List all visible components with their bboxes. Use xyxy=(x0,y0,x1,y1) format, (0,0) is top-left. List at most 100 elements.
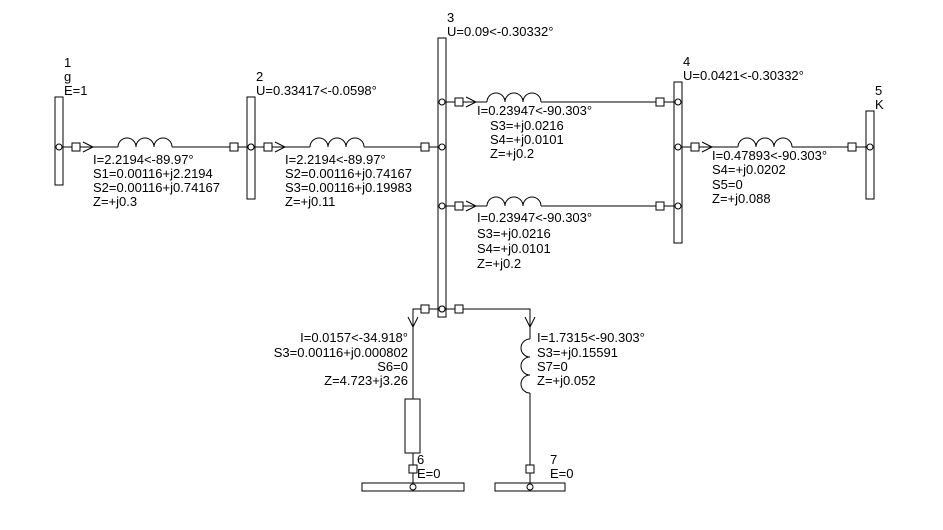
branch-3-4-lower-impedance: Z=+j0.2 xyxy=(477,256,521,271)
branch-3-6-current: I=0.0157<-34.918° xyxy=(300,330,408,345)
branch-4-5-power-4: S4=+j0.0202 xyxy=(712,162,786,177)
current-arrow-icon xyxy=(465,200,478,212)
branch-3-4-lower-power-3: S3=+j0.0216 xyxy=(477,226,551,241)
node-circle xyxy=(674,143,682,151)
branch-3-7-wire xyxy=(446,308,531,483)
branch-1-2-power-2: S2=0.00116+j0.74167 xyxy=(93,180,220,195)
branch-3-4-upper-impedance: Z=+j0.2 xyxy=(490,146,534,161)
branch-3-7-impedance: Z=+j0.052 xyxy=(537,373,596,388)
branch-3-4-upper[interactable] xyxy=(438,92,682,108)
terminal-square xyxy=(454,304,464,314)
node-circle xyxy=(55,143,63,151)
branch-3-6-power-3: S3=0.00116+j0.000802 xyxy=(274,345,408,360)
branch-3-7[interactable] xyxy=(438,304,536,491)
current-arrow-icon xyxy=(465,96,478,108)
node-circle xyxy=(526,483,534,491)
bus-4-voltage: U=0.0421<-0.30332° xyxy=(683,68,804,83)
current-arrow-icon xyxy=(82,141,95,153)
bus-5-labels: 5 K xyxy=(875,83,884,112)
branch-3-4-upper-current: I=0.23947<-90.303° xyxy=(477,103,592,118)
current-arrow-icon xyxy=(274,141,287,153)
inductor-icon xyxy=(737,137,793,148)
branch-3-7-power-7: S7=0 xyxy=(537,359,568,374)
terminal-square xyxy=(263,142,273,152)
bus-6-emf: E=0 xyxy=(417,466,441,481)
bus-6-labels: 6 E=0 xyxy=(417,452,441,481)
branch-1-2-impedance: Z=+j0.3 xyxy=(93,194,137,209)
bus-5-label-k: K xyxy=(875,97,884,112)
branch-2-3[interactable] xyxy=(247,137,446,153)
bus-5-bar[interactable] xyxy=(865,110,875,200)
branch-2-3-labels: I=2.2194<-89.97° S2=0.00116+j0.74167 S3=… xyxy=(285,152,412,209)
terminal-square xyxy=(420,142,430,152)
branch-4-5-current: I=0.47893<-90.303° xyxy=(712,148,827,163)
terminal-square xyxy=(408,464,418,474)
branch-4-5-power-5: S5=0 xyxy=(712,177,743,192)
bus-5-number: 5 xyxy=(875,83,882,98)
branch-4-5[interactable] xyxy=(674,137,874,153)
branch-3-4-upper-labels: I=0.23947<-90.303° S3=+j0.0216 S4=+j0.01… xyxy=(477,103,592,161)
bus-3-number: 3 xyxy=(447,10,454,25)
bus-3-bar[interactable] xyxy=(437,37,447,318)
inductor-icon xyxy=(486,92,542,103)
inductor-icon xyxy=(520,338,531,394)
bus-4-labels: 4 U=0.0421<-0.30332° xyxy=(683,54,804,83)
node-circle xyxy=(409,483,417,491)
bus-3-labels: 3 U=0.09<-0.30332° xyxy=(447,10,553,39)
terminal-square xyxy=(454,201,464,211)
branch-3-4-lower[interactable] xyxy=(438,196,682,212)
branch-1-2-current: I=2.2194<-89.97° xyxy=(93,152,194,167)
terminal-square xyxy=(690,142,700,152)
node-circle xyxy=(438,98,446,106)
resistor-icon xyxy=(404,398,421,454)
bus-2-voltage: U=0.33417<-0.0598° xyxy=(256,83,377,98)
bus-4-number: 4 xyxy=(683,54,690,69)
node-circle xyxy=(438,305,446,313)
bus-1-bar[interactable] xyxy=(54,96,64,186)
branch-3-6-power-6: S6=0 xyxy=(377,359,408,374)
bus-6-number: 6 xyxy=(417,452,424,467)
terminal-square xyxy=(655,201,665,211)
node-circle xyxy=(247,143,255,151)
current-arrow-icon xyxy=(407,316,419,329)
branch-3-6[interactable] xyxy=(404,304,446,491)
terminal-square xyxy=(229,142,239,152)
bus-4-bar[interactable] xyxy=(673,81,683,244)
branch-3-6-impedance: Z=4.723+j3.26 xyxy=(324,373,408,388)
bus-1-emf: E=1 xyxy=(64,83,88,98)
branch-2-3-impedance: Z=+j0.11 xyxy=(285,194,335,209)
inductor-icon xyxy=(117,137,173,148)
branch-3-4-lower-power-4: S4=+j0.0101 xyxy=(477,241,551,256)
bus-3-voltage: U=0.09<-0.30332° xyxy=(447,24,553,39)
terminal-square xyxy=(847,142,857,152)
bus-7-labels: 7 E=0 xyxy=(550,452,574,481)
branch-2-3-current: I=2.2194<-89.97° xyxy=(285,152,386,167)
branch-3-4-lower-labels: I=0.23947<-90.303° S3=+j0.0216 S4=+j0.01… xyxy=(477,210,592,271)
branch-3-4-upper-power-4: S4=+j0.0101 xyxy=(490,132,564,147)
terminal-square xyxy=(454,97,464,107)
current-arrow-icon xyxy=(524,316,536,329)
terminal-square xyxy=(655,97,665,107)
node-circle xyxy=(438,202,446,210)
bus-2-labels: 2 U=0.33417<-0.0598° xyxy=(256,69,377,98)
terminal-square xyxy=(525,464,535,474)
bus-1-label-g: g xyxy=(64,69,71,84)
inductor-icon xyxy=(309,137,365,148)
branch-2-3-power-2: S2=0.00116+j0.74167 xyxy=(285,166,412,181)
branch-3-7-power-3: S3=+j0.15591 xyxy=(537,345,618,360)
node-circle xyxy=(866,143,874,151)
current-arrow-icon xyxy=(701,141,714,153)
bus-1-labels: 1 g E=1 xyxy=(64,55,88,98)
terminal-square xyxy=(71,142,81,152)
branch-1-2-power-1: S1=0.00116+j2.2194 xyxy=(93,166,213,181)
branch-1-2[interactable] xyxy=(55,137,255,153)
node-circle xyxy=(674,202,682,210)
branch-3-7-current: I=1.7315<-90.303° xyxy=(537,330,645,345)
branch-3-7-labels: I=1.7315<-90.303° S3=+j0.15591 S7=0 Z=+j… xyxy=(537,330,645,388)
bus-1-number: 1 xyxy=(64,55,71,70)
branch-3-4-lower-current: I=0.23947<-90.303° xyxy=(477,210,592,225)
inductor-icon xyxy=(486,196,542,207)
node-circle xyxy=(674,98,682,106)
terminal-square xyxy=(420,304,430,314)
